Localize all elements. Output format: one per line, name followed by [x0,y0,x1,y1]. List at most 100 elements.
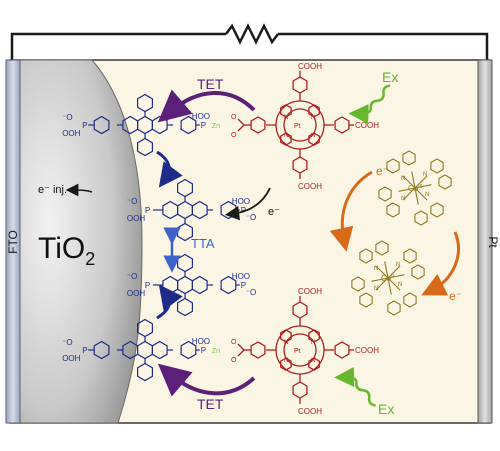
pyridine-ring [414,210,428,226]
nitrogen-label: N [284,340,288,346]
pyridine-ring [359,248,373,264]
oxygen-label: O [231,339,237,346]
hoo-label: HOO [232,272,250,281]
oxygen-label: ⁻O [127,272,137,281]
phenyl-ring [137,318,153,338]
electron-label-co-bottom: e⁻ [449,289,462,303]
pt-electrode [477,59,493,424]
pyrrole-ring [308,132,320,146]
electron-label-co-top: e⁻ [376,164,389,178]
cobalt-label: CoII [381,274,394,283]
external-circuit [10,23,489,60]
oxygen-label: ⁻O [246,288,256,297]
pyridine-ring [375,240,389,256]
ooh-label: OOH [62,129,80,138]
phenyl-ring [334,341,350,359]
phosphorus-label: P [145,281,150,290]
pyrrole-ring [280,132,292,146]
carboxyl-label: COOH [298,407,322,416]
nitrogen-label: N [374,286,378,292]
bond [375,277,389,291]
hoo-label: HOO [192,112,210,121]
zinc-label: Zn [212,123,220,130]
tio2-label: TiO2 [38,232,95,269]
phenyl-ring [220,275,237,295]
migration-arrow-bottom [156,284,183,320]
nitrogen-label: N [284,358,288,364]
carboxyl-label: COOH [298,62,322,71]
phenyl-ring [93,115,110,135]
anthracene-ring [191,200,208,220]
porphyrin-group [237,71,354,404]
phosphorus-label: P [82,121,87,130]
pyrrole-ring [280,357,292,371]
cobalt-label: CoIII [408,184,422,193]
nitrogen-label: N [311,358,315,364]
tet-label-bottom: TET [197,396,224,412]
nitrogen-label: N [311,115,315,121]
anthracene-ring [151,340,168,360]
oxygen-label: ⁻O [62,113,72,122]
nitrogen-label: N [398,282,402,288]
oxygen-label: O [231,132,237,139]
tet-label-top: TET [197,76,224,92]
pyrrole-ring [308,357,320,371]
bond [414,184,432,189]
bond [411,171,416,189]
nitrogen-label: N [401,196,405,202]
pyridine-ring [378,186,392,202]
phosphorus-label: P [201,346,206,355]
pyrrole-ring [308,104,320,118]
tta-label: TTA [191,236,215,251]
nitrogen-label: N [374,266,378,272]
tet-arrow-bottom [157,363,256,397]
cobalt-cycle-arrow-left [329,170,373,252]
nitrogen-label: N [396,262,400,268]
bond [402,187,416,201]
anthracene-ring [191,275,208,295]
ooh-label: OOH [127,214,145,223]
migration-arrow-top [156,150,183,188]
bond [402,175,416,189]
bond [375,265,389,279]
cobalt-complex-group [351,150,452,316]
pyridine-ring [403,248,417,264]
carboxylate [237,118,245,132]
ooh-label: OOH [62,354,80,363]
platinum-label: Pt [294,123,301,130]
phenyl-ring [137,362,153,382]
pyrrole-ring [280,104,292,118]
porphyrin-inner [283,333,317,367]
fto-electrode [5,59,21,424]
porphyrin-inner [283,108,317,142]
excitation-arrow-top [348,84,391,125]
phenyl-ring [250,116,266,134]
bond [414,187,428,201]
electron-label: e⁻ [268,206,280,218]
phenyl-ring [250,341,266,359]
bond [387,277,392,295]
bond [384,261,389,279]
carboxylate [237,343,245,357]
ooh-label: OOH [127,289,145,298]
nitrogen-label: N [284,133,288,139]
pyridine-ring [351,276,365,292]
pyridine-ring [402,150,416,166]
pyridine-ring [386,158,400,174]
pt-label: Pt [486,236,500,248]
pyridine-ring [386,202,400,218]
bond [371,277,389,282]
bond [398,187,416,192]
nitrogen-label: N [423,172,427,178]
oxygen-label: O [231,357,237,364]
carboxyl-label: COOH [298,182,322,191]
oxygen-label: ⁻O [127,197,137,206]
phosphorus-label: P [241,206,246,215]
pyridine-ring [387,300,401,316]
excitation-label-top: Ex [382,69,398,85]
pyridine-ring [438,174,452,190]
